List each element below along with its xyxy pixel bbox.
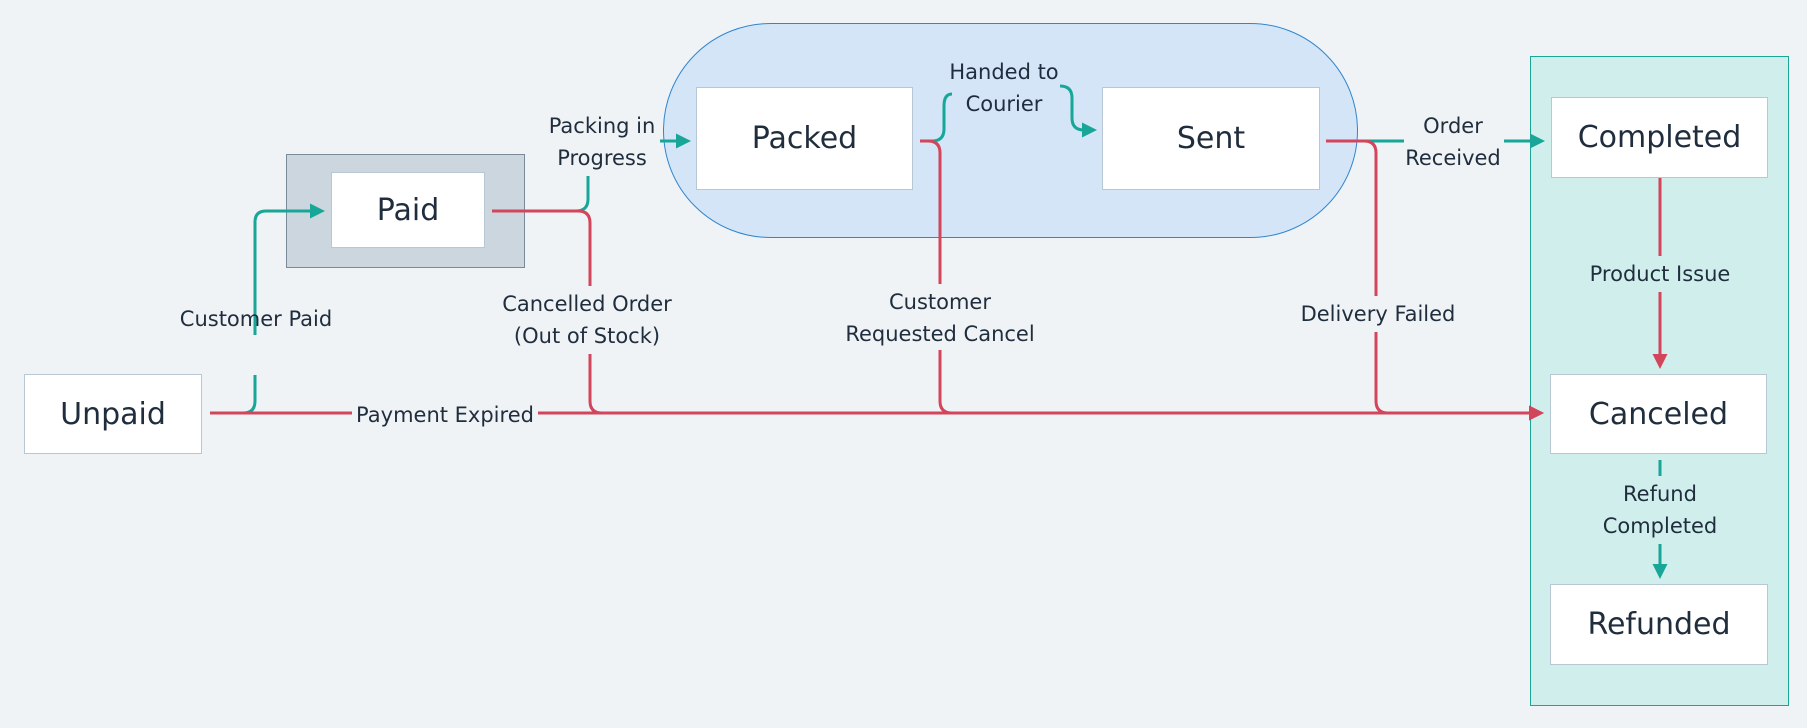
edge-customer-requested-cancel (920, 139, 1541, 415)
edge-cancelled-out-of-stock (492, 209, 1541, 415)
state-refunded: Refunded (1550, 584, 1768, 665)
label-product-issue: Product Issue (1589, 262, 1731, 286)
state-canceled: Canceled (1550, 374, 1767, 454)
state-paid: Paid (331, 172, 485, 248)
edge-handed-to-courier (920, 84, 1094, 141)
label-packing-in-progress: Packing in Progress (548, 114, 656, 170)
label-refund-completed: Refund Completed (1602, 482, 1718, 538)
state-completed: Completed (1551, 97, 1768, 178)
label-delivery-failed: Delivery Failed (1300, 302, 1456, 326)
label-cancelled-out-of-stock: Cancelled Order (Out of Stock) (502, 292, 672, 348)
label-handed-to-courier: Handed to Courier (949, 60, 1059, 116)
label-order-received: Order Received (1405, 114, 1501, 170)
state-packed: Packed (696, 87, 913, 190)
state-unpaid: Unpaid (24, 374, 202, 454)
edge-delivery-failed (1326, 139, 1541, 413)
label-customer-paid: Customer Paid (179, 307, 333, 331)
label-payment-expired: Payment Expired (356, 403, 534, 427)
state-sent: Sent (1102, 87, 1320, 190)
label-customer-requested-cancel: Customer Requested Cancel (845, 290, 1035, 346)
